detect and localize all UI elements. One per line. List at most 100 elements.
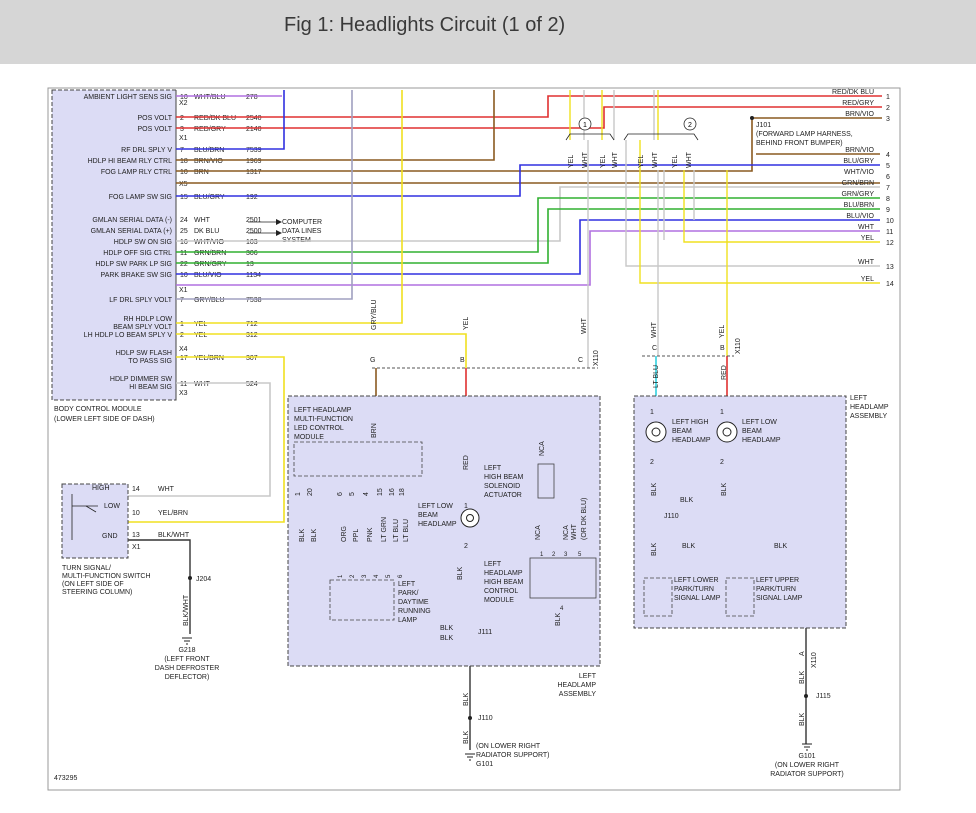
wire <box>176 230 880 286</box>
switch-name: TURN SIGNAL/ <box>62 565 111 572</box>
wire <box>176 197 880 253</box>
led-module-label: LED CONTROL <box>294 425 344 432</box>
low-beam-label: LEFT LOW <box>418 503 453 510</box>
right-wire-number: 10 <box>886 218 894 225</box>
ctrl-module-label: LEFT <box>484 561 502 568</box>
bcm-pin-number: 10 <box>180 169 188 176</box>
right-wire-labels: RED/DK BLU1RED/GRY2BRN/VIO3BRN/VIO4BLU/G… <box>832 89 894 288</box>
bcm-pin-number: 2 <box>180 115 184 122</box>
bcm-pin-label: POS VOLT <box>138 126 173 133</box>
bcm-box <box>51 89 177 401</box>
bcm-wire-color: BLU/BRN <box>194 147 224 154</box>
x110-pin: G <box>370 357 375 364</box>
wire-label: RED <box>721 365 728 380</box>
right-wire-number: 11 <box>886 229 893 236</box>
high-beam-bulb-icon <box>645 421 667 443</box>
switch-pin: 13 <box>132 532 140 539</box>
ground-g218-label: DEFLECTOR) <box>165 674 210 681</box>
bcm-circuit-number: 307 <box>246 355 258 362</box>
bcm-circuit-number: 1134 <box>246 272 261 279</box>
drl-pin-number: 6 <box>398 574 404 578</box>
bcm-circuit-number: 2540 <box>246 115 262 122</box>
right-wire-number: 13 <box>886 264 894 271</box>
bcm-connector: X4 <box>179 346 188 353</box>
switch-wire: YEL/BRN <box>158 510 188 517</box>
wire <box>176 219 880 275</box>
x110-label: X110 <box>735 338 742 354</box>
bcm-connector: X5 <box>179 181 188 188</box>
wire-label: BLK <box>799 712 806 726</box>
solenoid-box <box>537 463 555 499</box>
solenoid-label: ACTUATOR <box>484 492 522 499</box>
splice-label: J115 <box>816 693 831 700</box>
ctrl-module-label: MODULE <box>484 597 514 604</box>
pin-number: 1 <box>464 503 468 510</box>
wire-label: BLK <box>457 566 464 580</box>
wire-label: BLK <box>440 635 454 642</box>
ground-g218-label: (LEFT FRONT <box>164 656 210 663</box>
bcm-wire-color: WHT <box>194 217 211 224</box>
bcm-circuit-number: 103 <box>246 239 258 246</box>
nca-label: NCA <box>539 441 546 456</box>
bcm-pin-label: HDLP SW ON SIG <box>114 239 172 246</box>
right-wire-number: 5 <box>886 163 890 170</box>
x110-wire-label: WHT <box>581 317 588 334</box>
right-wire-number: 6 <box>886 174 890 181</box>
bcm-pin-label: HDLP HI BEAM RLY CTRL <box>88 158 173 165</box>
switch-high: HIGH <box>92 485 110 492</box>
bcm-pin-number: 18 <box>180 158 188 165</box>
module-pin-number: 20 <box>307 488 314 496</box>
bcm-name: BODY CONTROL MODULE <box>54 406 142 413</box>
right-wire-color: GRN/BRN <box>842 180 874 187</box>
bcm-pin-label: HDLP OFF SIG CTRL <box>103 250 172 257</box>
right-wire-color: RED/GRY <box>842 100 874 107</box>
bcm-circuit-number: 712 <box>246 321 258 328</box>
bcm-wire-color: YEL <box>194 332 207 339</box>
bcm-pin-label: RH HDLP LOW <box>124 316 173 323</box>
pin-number: 1 <box>720 409 724 416</box>
low-beam-bulb-icon <box>460 508 480 528</box>
wire-label: BLK <box>774 543 788 550</box>
right-wire-color: BLU/VIO <box>846 213 874 220</box>
bcm-pin-number: 10 <box>180 94 188 101</box>
x110-wire-label: GRY/BLU <box>371 299 378 330</box>
ground-g101-label: (ON LOWER RIGHT <box>775 762 840 769</box>
bcm-circuit-number: 524 <box>246 381 258 388</box>
right-wire-color: WHT/VIO <box>844 169 874 176</box>
bcm-pin-label: TO PASS SIG <box>128 358 172 365</box>
wire <box>176 90 353 300</box>
pin-number: 2 <box>720 459 724 466</box>
switch-gnd: GND <box>102 533 118 540</box>
right-wire-number: 14 <box>886 281 894 288</box>
bcm-pin-label: LH HDLP LO BEAM SPLY V <box>84 332 173 339</box>
splice-dot <box>468 716 472 720</box>
bcm-connector: X1 <box>179 287 188 294</box>
splice-dot <box>804 694 808 698</box>
wire <box>176 90 403 324</box>
splice-dot <box>750 116 754 120</box>
x110-label: X110 <box>811 652 818 668</box>
top-wire-label: YEL <box>568 155 575 168</box>
upper-park-label: SIGNAL LAMP <box>756 595 803 602</box>
switch-low: LOW <box>104 503 120 510</box>
x110-pin: C <box>652 345 657 352</box>
bcm-pin-number: 24 <box>180 217 188 224</box>
wire-label: BLK <box>651 482 658 496</box>
j101-label: J101 <box>756 122 771 129</box>
bcm-wire-color: WHT/BLU <box>194 94 226 101</box>
ground-g101-label: G101 <box>798 753 815 760</box>
drl-lamp-label: LEFT <box>398 581 416 588</box>
pin-number: 2 <box>464 543 468 550</box>
right-wire-color: YEL <box>861 276 874 283</box>
splice-1: 1 <box>583 122 587 129</box>
bcm-circuit-number: 2500 <box>246 228 262 235</box>
high-beam-label: HEADLAMP <box>672 437 711 444</box>
bcm-pin-number: 16 <box>180 239 188 246</box>
module-pin-wire: LT BLU <box>393 519 400 542</box>
bcm-circuit-number: 1317 <box>246 169 262 176</box>
module-pin-number: 16 <box>389 488 396 496</box>
bcm-connector: X1 <box>179 135 188 142</box>
lower-park-lamp-box <box>643 577 673 617</box>
